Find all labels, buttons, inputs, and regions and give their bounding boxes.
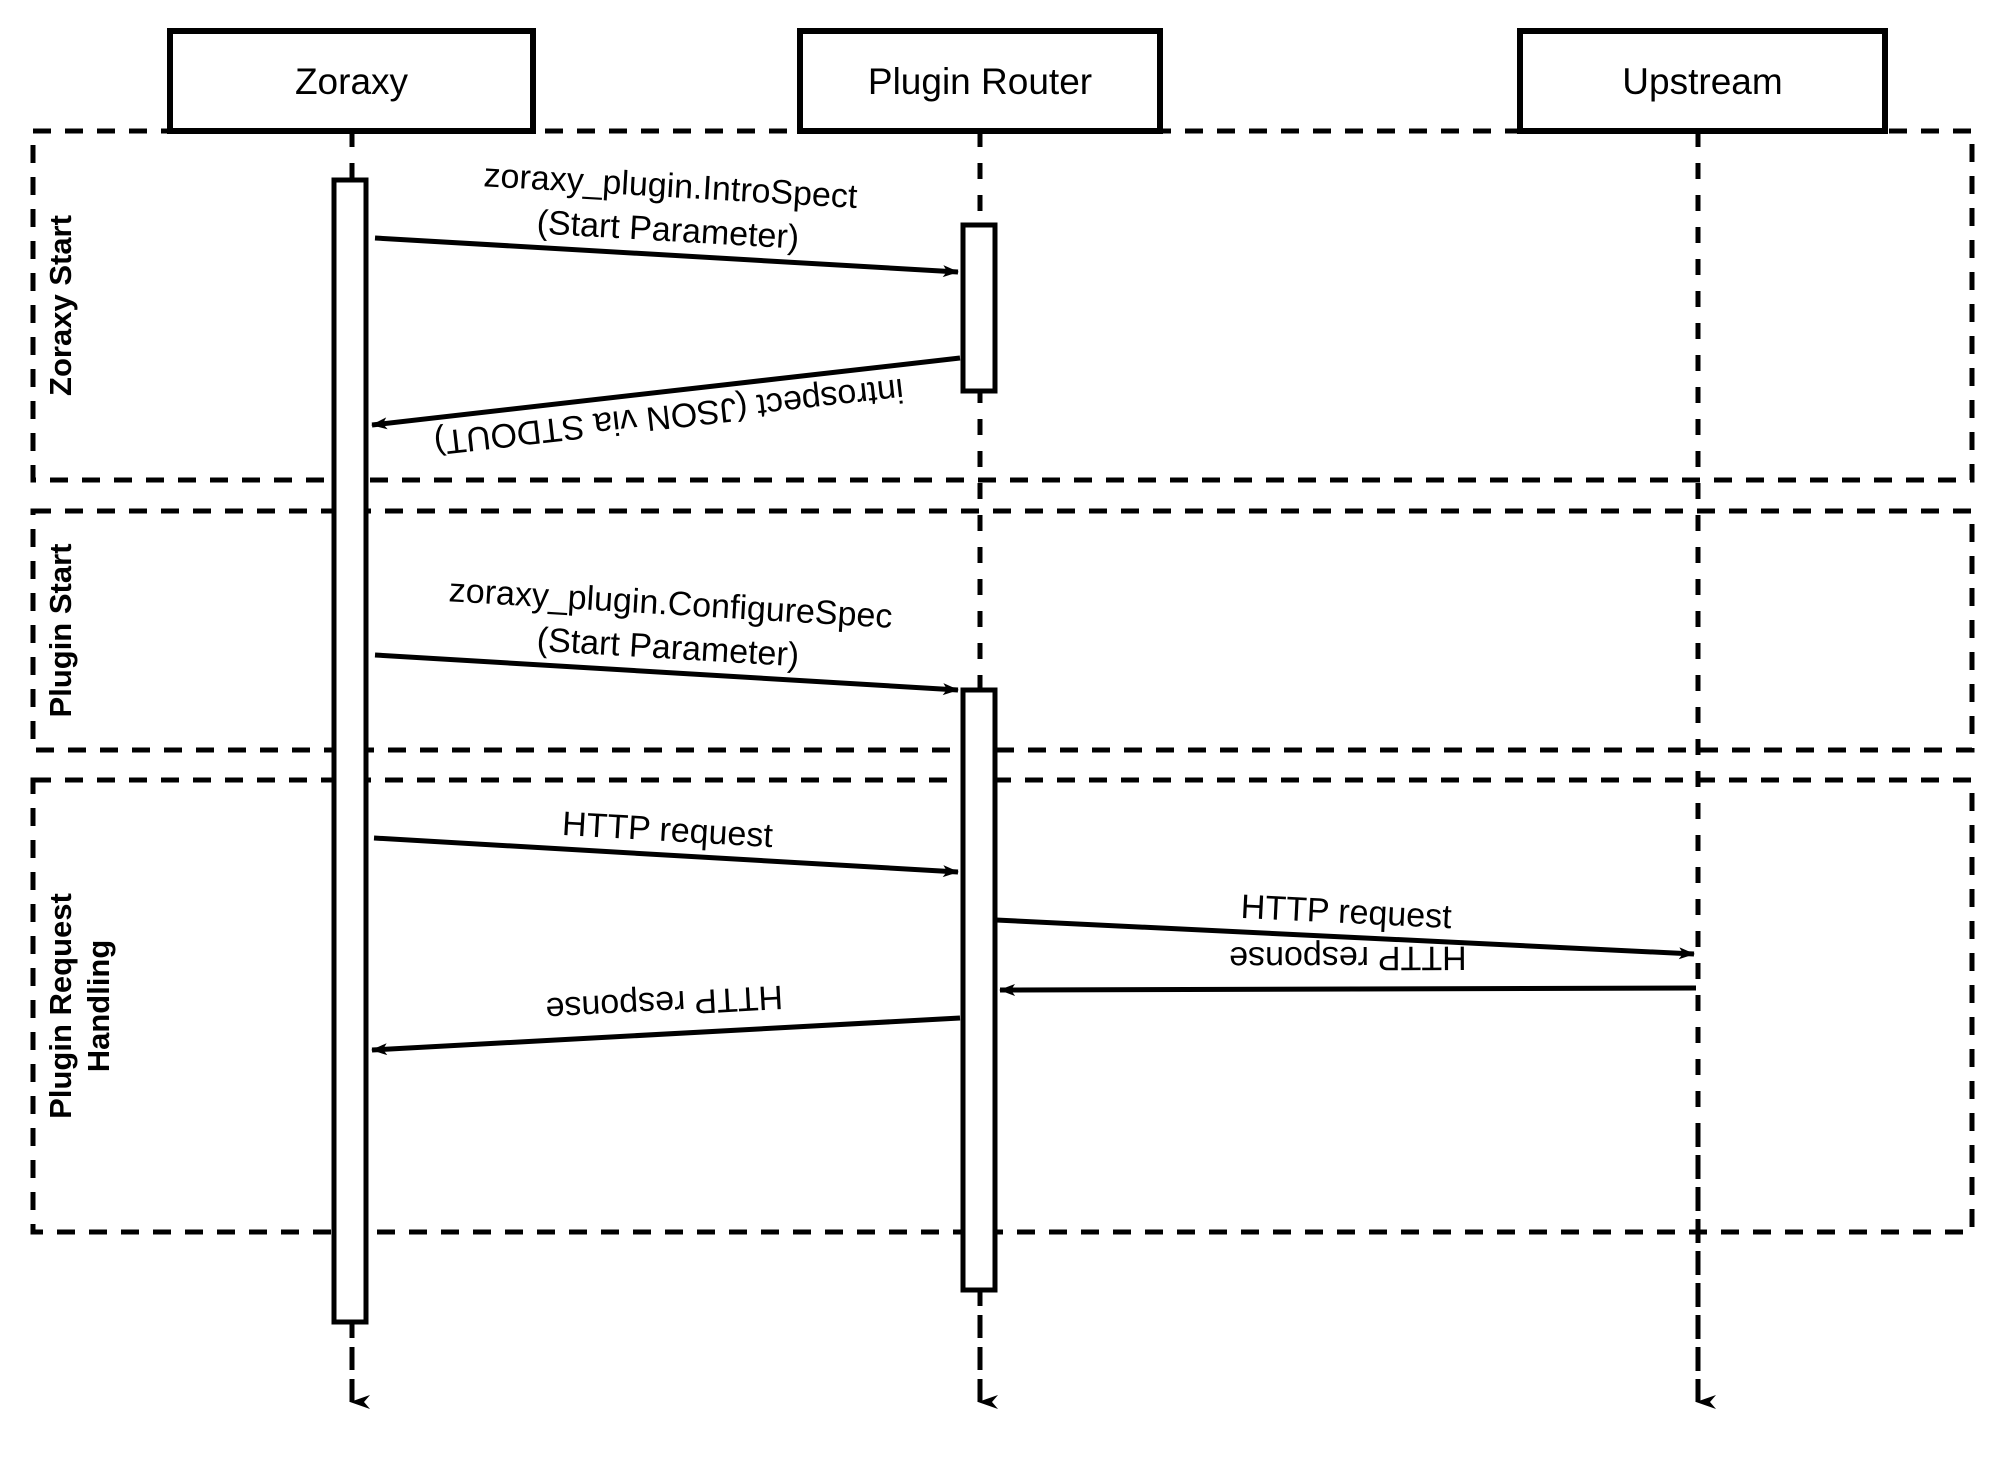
terminators-layer <box>349 1131 1716 1409</box>
frame-plugin-start-border <box>30 508 1975 753</box>
activation-router-serving <box>960 687 998 1293</box>
participant-box-upstream[interactable] <box>1517 28 1888 134</box>
msg-http-request-upstream-label: HTTP request <box>1240 888 1453 936</box>
participant-box-zoraxy[interactable] <box>167 28 536 134</box>
participant-boxes-layer: Zoraxy Plugin Router Upstream <box>167 28 1888 134</box>
msg-introspect-return-arrow <box>371 355 961 430</box>
msg-http-request-router: HTTP request <box>373 805 959 878</box>
frame-zoraxy-start-border <box>30 128 1975 483</box>
msg-http-request-router-label: HTTP request <box>561 805 774 855</box>
msg-http-response-upstream-label: HTTP response <box>1229 939 1467 978</box>
msg-configurespec-call: zoraxy_plugin.ConfigureSpec(Start Parame… <box>374 571 959 696</box>
lifelines-layer <box>349 131 1701 1406</box>
frame-zoraxy-start-label: Zoraxy Start <box>43 215 78 396</box>
msg-configurespec-call-label: zoraxy_plugin.ConfigureSpec <box>448 571 894 636</box>
msg-http-response-zoraxy-arrow <box>371 1015 961 1056</box>
frame-zoraxy-start: Zoraxy Start <box>30 128 1975 483</box>
msg-http-response-zoraxy: HTTP response <box>371 978 961 1056</box>
msg-configurespec-call-arrow <box>374 652 959 696</box>
msg-http-request-upstream-arrow <box>995 917 1695 960</box>
activation-router-introspect <box>960 222 998 394</box>
participant-label-plugin_router: Plugin Router <box>868 61 1092 102</box>
participant-zoraxy[interactable]: Zoraxy <box>167 28 536 134</box>
msg-http-response-upstream-arrow <box>999 983 1697 996</box>
msg-http-response-upstream: HTTP response <box>999 939 1697 996</box>
msg-http-response-zoraxy-label: HTTP response <box>545 978 784 1029</box>
msg-introspect-return-label: introspect (JSON via STDOUT) <box>432 371 906 462</box>
participant-plugin_router[interactable]: Plugin Router <box>797 28 1163 134</box>
frame-plugin-request-handling-label: Handling <box>81 940 116 1073</box>
participant-box-plugin_router[interactable] <box>797 28 1163 134</box>
participant-label-zoraxy: Zoraxy <box>295 61 409 102</box>
participant-upstream[interactable]: Upstream <box>1517 28 1888 134</box>
frame-plugin-start: Plugin Start <box>30 508 1975 753</box>
participant-label-upstream: Upstream <box>1622 61 1782 102</box>
msg-http-request-router-arrow <box>373 835 959 878</box>
frame-plugin-start-label: Plugin Start <box>43 544 78 718</box>
messages-layer: zoraxy_plugin.IntroSpect(Start Parameter… <box>371 156 1697 1056</box>
msg-introspect-call-arrow <box>374 235 959 278</box>
frame-plugin-request-handling-label: Plugin Request <box>43 893 78 1119</box>
frame-plugin-request-handling-border <box>30 777 1975 1235</box>
msg-introspect-call: zoraxy_plugin.IntroSpect(Start Parameter… <box>374 156 959 278</box>
msg-introspect-return: introspect (JSON via STDOUT) <box>371 355 961 462</box>
activation-zoraxy <box>331 177 369 1325</box>
